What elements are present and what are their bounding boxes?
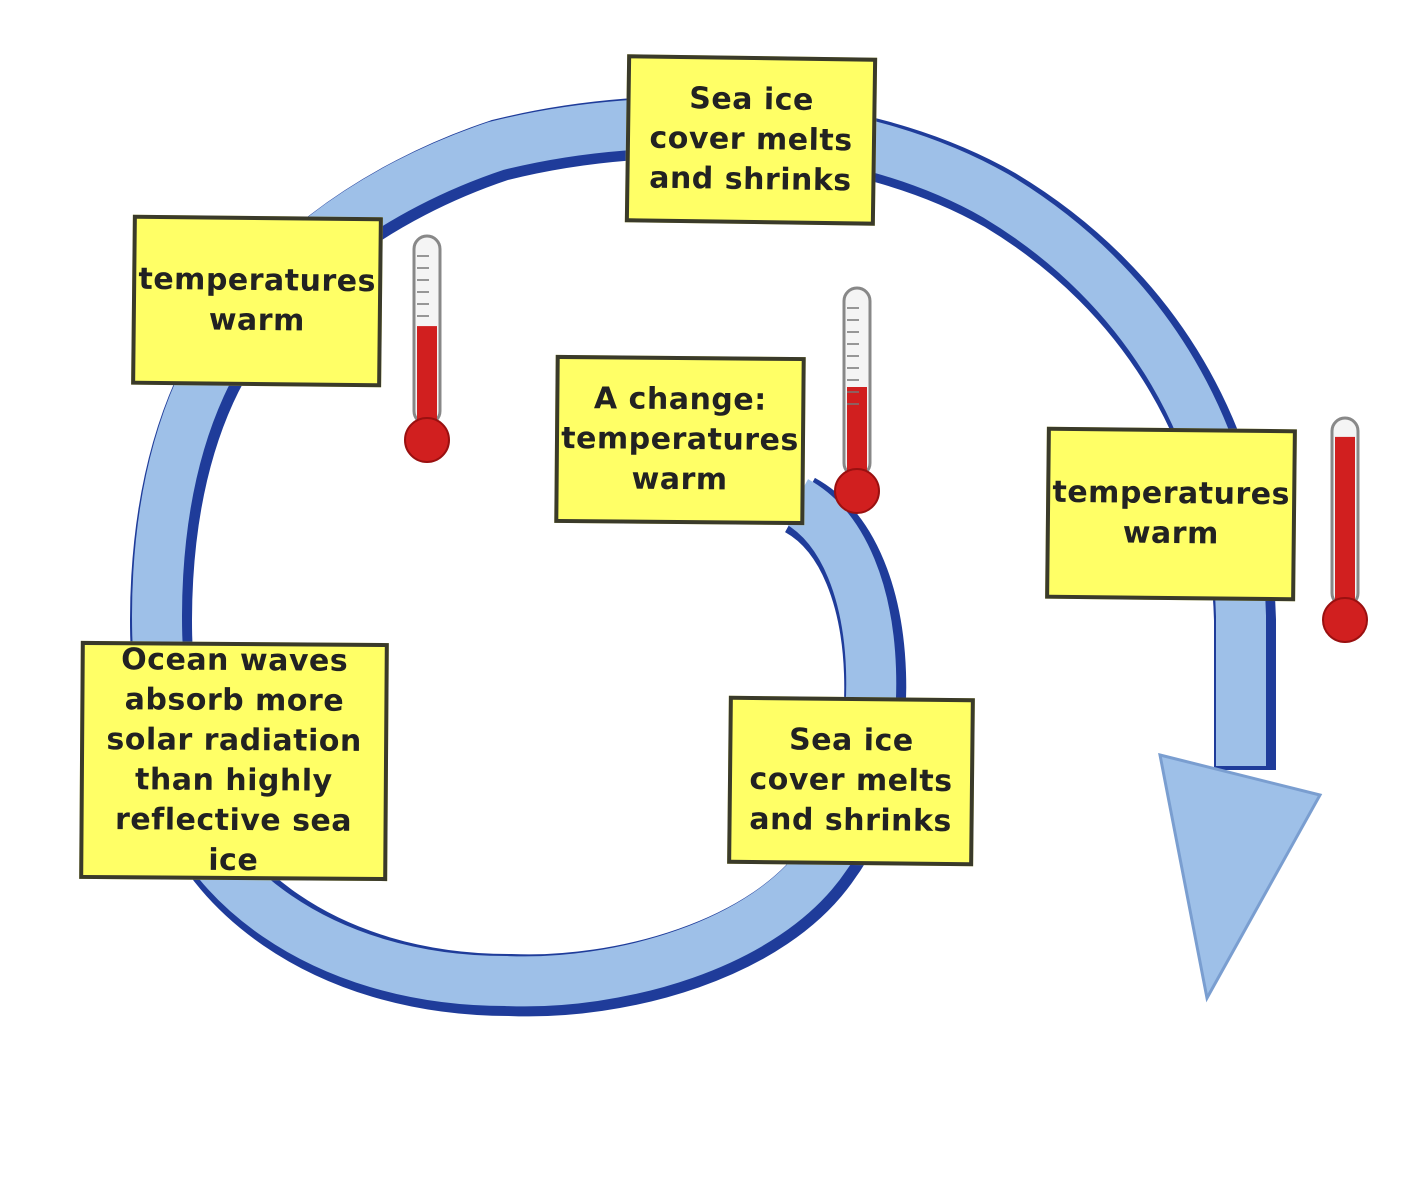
box-ocean-waves-absorb: Ocean waves absorb more solar radiation … xyxy=(79,640,389,882)
thermometer-icon xyxy=(834,286,880,514)
thermometer-bulb xyxy=(834,468,880,514)
thermometer-bulb xyxy=(404,417,450,463)
thermometer-mercury xyxy=(1335,436,1355,616)
box-a-change-temperatures-warm: A change: temperatures warm xyxy=(554,354,806,526)
spiral-arrow xyxy=(130,96,1323,1017)
thermometer-ticks xyxy=(847,307,859,405)
thermometer-ticks xyxy=(417,255,429,317)
box-text: temperatures warm xyxy=(138,261,377,339)
box-text: Sea ice cover melts and shrinks xyxy=(749,722,953,840)
thermometer-mercury xyxy=(417,326,437,434)
thermometer-bulb xyxy=(1322,597,1368,643)
box-text: Ocean waves absorb more solar radiation … xyxy=(106,642,362,879)
spiral-band-fill xyxy=(132,98,1266,1007)
box-sea-ice-melts-bottom-right: Sea ice cover melts and shrinks xyxy=(727,695,975,867)
box-text: Sea ice cover melts and shrinks xyxy=(648,81,853,199)
thermometer-icon xyxy=(1322,416,1368,643)
box-text: A change: temperatures warm xyxy=(561,381,799,498)
box-temperatures-warm-right: temperatures warm xyxy=(1045,426,1297,602)
thermometer-icon xyxy=(404,234,450,463)
box-text: temperatures warm xyxy=(1052,474,1291,552)
box-sea-ice-melts-top: Sea ice cover melts and shrinks xyxy=(624,54,878,226)
thermometer-mercury xyxy=(847,387,867,486)
arrow-head xyxy=(1158,752,1323,1003)
box-temperatures-warm-top-left: temperatures warm xyxy=(131,214,383,388)
